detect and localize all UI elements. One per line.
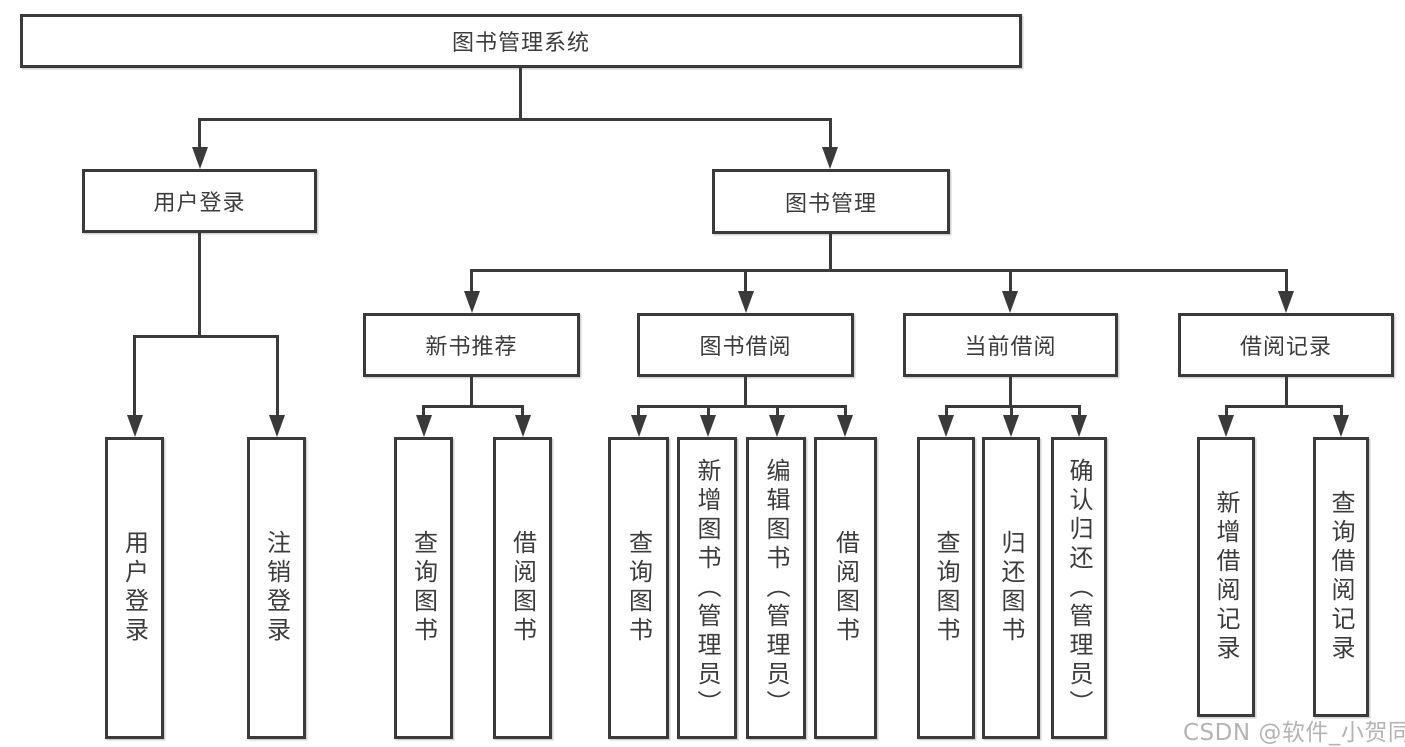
arrowhead-down-icon (191, 147, 208, 169)
leaf-borrow-book-2: 借阅图书 (814, 437, 877, 739)
connector-line (133, 335, 136, 419)
leaf-logout-label: 注销登录 (262, 530, 291, 646)
connector-line (422, 405, 425, 419)
node-user-login-label: 用户登录 (153, 191, 246, 216)
arrowhead-down-icon (737, 291, 754, 313)
node-root-label: 图书管理系统 (451, 31, 590, 56)
connector-line (775, 405, 779, 419)
connector-line (828, 234, 832, 272)
node-book-management-label: 图书管理 (784, 191, 877, 217)
leaf-edit-book-admin-label: 编辑图书（管理员） (762, 457, 790, 719)
connector-line (470, 269, 473, 295)
leaf-query-book-2-label: 查询图书 (624, 530, 653, 646)
node-borrowing-records: 借阅记录 (1178, 313, 1394, 377)
leaf-add-book-admin-label: 新增图书（管理员） (693, 457, 721, 719)
node-root: 图书管理系统 (20, 14, 1022, 68)
connector-line (521, 405, 524, 419)
node-current-borrowing-label: 当前借阅 (964, 335, 1057, 360)
leaf-query-book-3-label: 查询图书 (932, 530, 960, 646)
arrowhead-down-icon (1333, 415, 1349, 437)
leaf-return-book-label: 归还图书 (997, 530, 1025, 646)
connector-line (198, 118, 831, 121)
connector-line (944, 405, 1081, 408)
connector-line (275, 335, 279, 419)
leaf-query-book-1: 查询图书 (394, 437, 453, 739)
leaf-add-book-admin: 新增图书（管理员） (677, 437, 737, 739)
arrowhead-down-icon (1002, 291, 1018, 313)
connector-line (422, 405, 524, 408)
csdn-watermark: CSDN @软件_小贺同学 (1183, 720, 1405, 746)
arrowhead-down-icon (415, 415, 432, 437)
connector-line (744, 377, 747, 408)
arrowhead-down-icon (822, 147, 838, 169)
arrowhead-down-icon (1278, 291, 1294, 313)
leaf-query-book-1-label: 查询图书 (409, 530, 438, 646)
leaf-query-book-2: 查询图书 (608, 437, 669, 739)
arrowhead-down-icon (1071, 415, 1087, 437)
leaf-borrow-book-1-label: 借阅图书 (508, 530, 537, 646)
arrowhead-down-icon (514, 415, 531, 437)
connector-line (843, 405, 847, 419)
node-current-borrowing: 当前借阅 (903, 313, 1118, 377)
connector-line (519, 68, 522, 120)
leaf-user-login-label: 用户登录 (120, 530, 149, 646)
arrowhead-down-icon (1218, 415, 1234, 437)
leaf-confirm-return-admin: 确认归还（管理员） (1051, 437, 1107, 739)
arrowhead-down-icon (463, 291, 480, 313)
leaf-query-borrow-record-label: 查询借阅记录 (1327, 490, 1355, 664)
connector-line (470, 377, 473, 408)
arrowhead-down-icon (938, 415, 954, 437)
connector-line (1008, 377, 1012, 408)
arrowhead-down-icon (700, 415, 716, 437)
connector-line (828, 118, 832, 150)
arrowhead-down-icon (269, 415, 285, 437)
connector-line (1284, 377, 1288, 408)
node-book-management: 图书管理 (712, 169, 950, 234)
leaf-add-borrow-record: 新增借阅记录 (1197, 437, 1255, 717)
node-book-borrowing: 图书借阅 (637, 313, 854, 377)
node-new-book-recommend-label: 新书推荐 (425, 335, 518, 360)
leaf-logout: 注销登录 (247, 437, 306, 739)
leaf-add-borrow-record-label: 新增借阅记录 (1212, 490, 1240, 664)
connector-line (1009, 405, 1013, 419)
arrowhead-down-icon (837, 415, 853, 437)
connector-line (944, 405, 948, 419)
connector-line (470, 269, 1287, 272)
leaf-return-book: 归还图书 (982, 437, 1040, 739)
connector-line (1284, 269, 1288, 295)
arrowhead-down-icon (769, 415, 785, 437)
leaf-edit-book-admin: 编辑图书（管理员） (746, 437, 806, 739)
leaf-borrow-book-1: 借阅图书 (493, 437, 552, 739)
connector-line (706, 405, 710, 419)
leaf-query-book-3: 查询图书 (917, 437, 975, 739)
connector-line (637, 405, 847, 408)
node-new-book-recommend: 新书推荐 (363, 313, 580, 377)
connector-line (1224, 405, 1228, 419)
leaf-query-borrow-record: 查询借阅记录 (1313, 437, 1369, 717)
connector-line (198, 233, 201, 337)
leaf-borrow-book-2-label: 借阅图书 (831, 530, 860, 646)
connector-line (198, 118, 201, 150)
arrowhead-down-icon (126, 415, 143, 437)
leaf-confirm-return-admin-label: 确认归还（管理员） (1065, 457, 1093, 719)
node-book-borrowing-label: 图书借阅 (699, 335, 792, 360)
connector-line (1008, 269, 1012, 295)
connector-line (1224, 405, 1343, 408)
connector-line (744, 269, 747, 295)
node-user-login: 用户登录 (82, 169, 317, 233)
arrowhead-down-icon (630, 415, 647, 437)
arrowhead-down-icon (1003, 415, 1019, 437)
connector-line (133, 335, 279, 338)
connector-line (1339, 405, 1343, 419)
node-borrowing-records-label: 借阅记录 (1239, 335, 1332, 360)
connector-line (1077, 405, 1081, 419)
leaf-user-login: 用户登录 (105, 437, 164, 739)
connector-line (637, 405, 640, 419)
